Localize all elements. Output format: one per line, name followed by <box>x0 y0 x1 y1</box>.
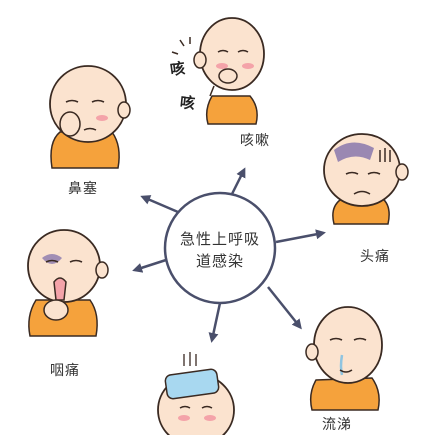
headache-character <box>323 133 409 225</box>
runny-nose-character <box>305 306 383 411</box>
arrow-to-nasal-congestion <box>140 195 179 214</box>
cough-sound-lines-icon <box>171 37 191 55</box>
center-title-line1: 急性上呼吸 <box>179 230 260 248</box>
ice-pack-character <box>157 352 235 435</box>
cough-sound-effect-2: 咳 <box>179 93 196 113</box>
cough-character <box>193 17 265 125</box>
symptom-label-cough: 咳嗽 <box>240 133 270 149</box>
arrow-to-sore-throat <box>132 258 167 273</box>
sore-throat-character <box>27 229 109 337</box>
symptom-label-sore-throat: 咽痛 <box>50 363 80 379</box>
arrow-to-cough <box>230 167 246 195</box>
center-title-line2: 道感染 <box>195 252 244 270</box>
symptom-label-nasal-congestion: 鼻塞 <box>68 181 98 197</box>
nasal-congestion-character <box>49 65 131 169</box>
symptom-label-runny-nose: 流涕 <box>322 417 352 433</box>
arrow-to-headache <box>275 229 326 244</box>
cough-sound-effect-1: 咳 <box>168 59 187 79</box>
arrow-to-ice-pack <box>208 302 222 343</box>
symptom-label-headache: 头痛 <box>360 249 390 265</box>
arrows <box>132 167 326 343</box>
arrow-to-runny-nose <box>267 286 302 330</box>
